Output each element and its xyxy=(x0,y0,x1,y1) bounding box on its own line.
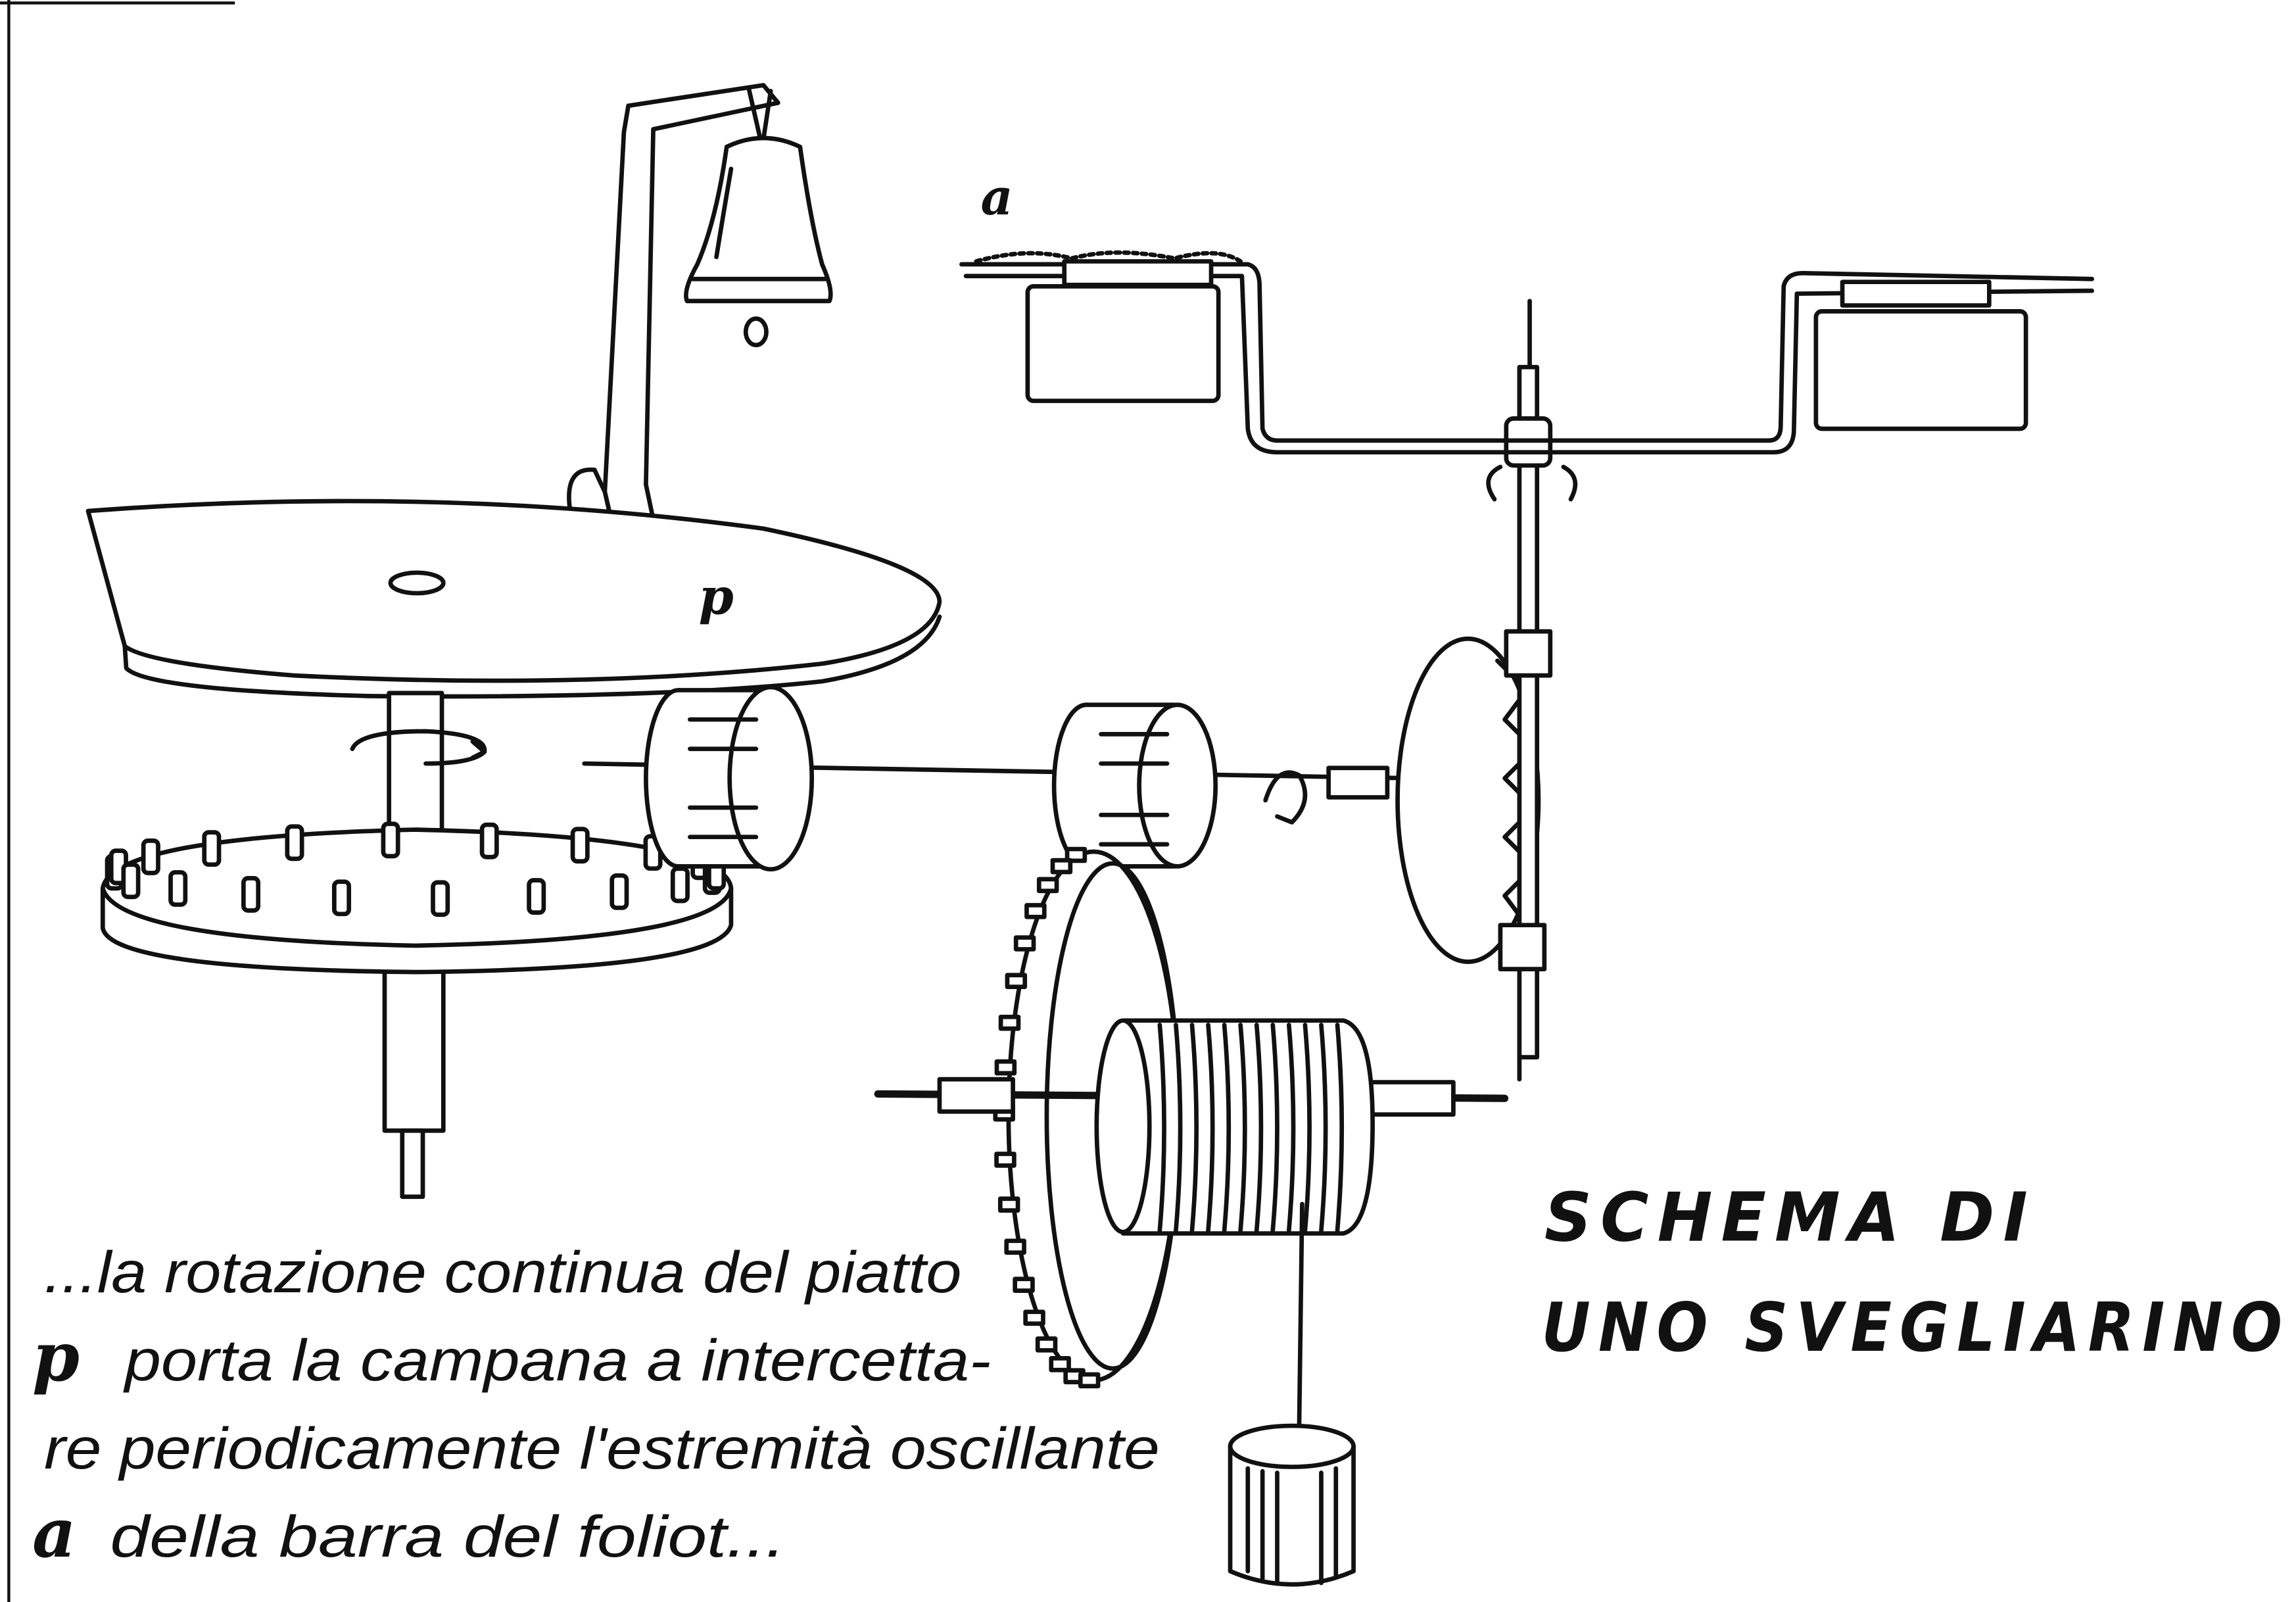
driving-weight xyxy=(1228,1202,1356,1587)
wheel-pin xyxy=(285,824,304,862)
wheel-tooth xyxy=(1005,973,1028,989)
wheel-pin xyxy=(527,878,546,915)
lantern-pinion-1 xyxy=(644,685,815,872)
pin-wheel xyxy=(100,821,734,975)
wheel-tooth xyxy=(1036,877,1059,894)
caption-marker-a: a xyxy=(32,1494,76,1573)
caption-line-2: porta la campana a intercetta- xyxy=(122,1327,991,1393)
title-line-1: SCHEMA DI xyxy=(1544,1179,2036,1257)
wheel-tooth xyxy=(1050,858,1073,875)
wheel-tooth xyxy=(1013,935,1036,952)
wheel-pin xyxy=(141,838,160,875)
caption-marker-p: p xyxy=(32,1318,80,1397)
wheel-tooth xyxy=(998,1014,1021,1031)
wheel-tooth xyxy=(994,1152,1016,1168)
wheel-tooth xyxy=(994,1059,1017,1076)
wheel-tooth xyxy=(1064,846,1088,863)
wheel-tooth xyxy=(997,1196,1020,1213)
bell xyxy=(684,135,833,348)
wheel-tooth xyxy=(1024,903,1047,919)
verge-shaft xyxy=(1486,299,1578,1082)
wheel-tooth xyxy=(1049,1356,1071,1372)
wheel-pin xyxy=(570,827,590,864)
wheel-pin xyxy=(479,822,499,860)
foliot-bar: a xyxy=(959,168,2094,455)
platter-p: p xyxy=(85,498,942,699)
wheel-pin xyxy=(121,862,141,900)
caption-line-3: re periodicamente l'estremità oscillante xyxy=(44,1415,1160,1481)
foliot-end-label: a xyxy=(980,168,1013,226)
lantern-pinion-2 xyxy=(1051,702,1390,869)
wheel-tooth xyxy=(1013,1276,1035,1293)
wheel-pin xyxy=(168,870,188,907)
wheel-pin xyxy=(331,879,352,917)
great-wheel xyxy=(993,846,1182,1389)
platter-shaft xyxy=(350,691,487,1200)
wheel-tooth xyxy=(1078,1372,1101,1389)
wheel-tooth xyxy=(1004,1238,1026,1255)
wheel-tooth xyxy=(1035,1336,1058,1353)
wheel-pin xyxy=(610,873,629,910)
caption-line-4: della barra del foliot... xyxy=(110,1503,785,1569)
wheel-pin xyxy=(670,866,690,904)
platter-label: p xyxy=(699,567,734,625)
wheel-pin xyxy=(202,830,222,867)
wheel-pin xyxy=(381,821,400,859)
caption-line-1: ...la rotazione continua del piatto xyxy=(44,1239,961,1305)
wheel-pin xyxy=(431,880,450,917)
wheel-tooth xyxy=(1023,1309,1045,1326)
cord-drum xyxy=(874,1018,1509,1236)
wheel-pin xyxy=(241,876,261,913)
title-line-2: UNO SVEGLIARINO xyxy=(1541,1289,2290,1367)
